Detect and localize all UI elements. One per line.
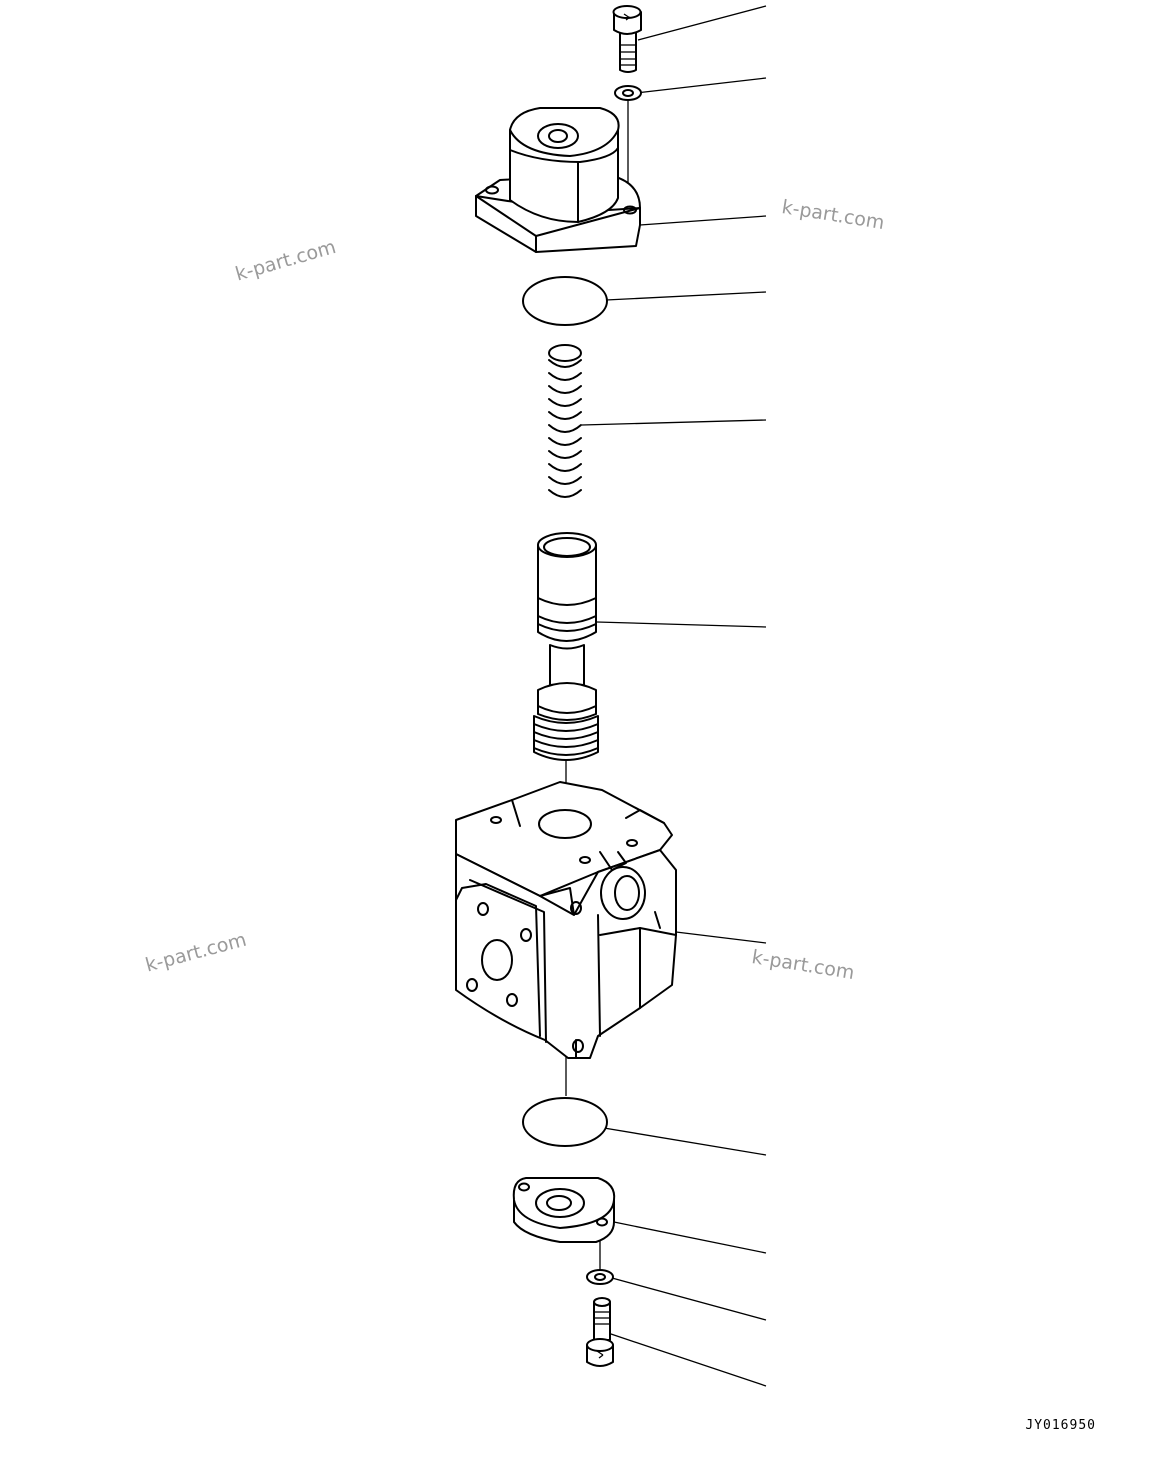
bottom-plate bbox=[512, 1177, 616, 1243]
bolt-top bbox=[612, 5, 642, 73]
leader-line-spool bbox=[596, 621, 767, 628]
washer-bottom bbox=[586, 1269, 614, 1285]
leader-line-washer-top bbox=[635, 77, 767, 94]
leader-lines bbox=[581, 5, 767, 1387]
leader-line-plate bbox=[613, 1221, 767, 1254]
leader-line-body bbox=[675, 931, 767, 944]
leader-line-oring-bottom bbox=[603, 1127, 767, 1156]
spool-valve bbox=[533, 532, 599, 761]
leader-line-washer-bottom bbox=[611, 1277, 767, 1321]
leader-line-cover bbox=[639, 215, 767, 226]
leader-line-oring-top bbox=[605, 291, 767, 301]
o-ring-top bbox=[522, 276, 608, 326]
bolt-bottom bbox=[586, 1297, 614, 1367]
leader-line-bolt-top bbox=[637, 5, 767, 41]
leader-line-bolt-bottom bbox=[607, 1332, 767, 1387]
cover-cap bbox=[475, 107, 641, 253]
o-ring-bottom bbox=[522, 1097, 608, 1147]
spring bbox=[548, 344, 582, 498]
valve-body bbox=[455, 781, 677, 1059]
drawing-code: JY016950 bbox=[1025, 1418, 1096, 1433]
washer-top bbox=[614, 85, 642, 101]
leader-line-spring bbox=[581, 419, 767, 426]
